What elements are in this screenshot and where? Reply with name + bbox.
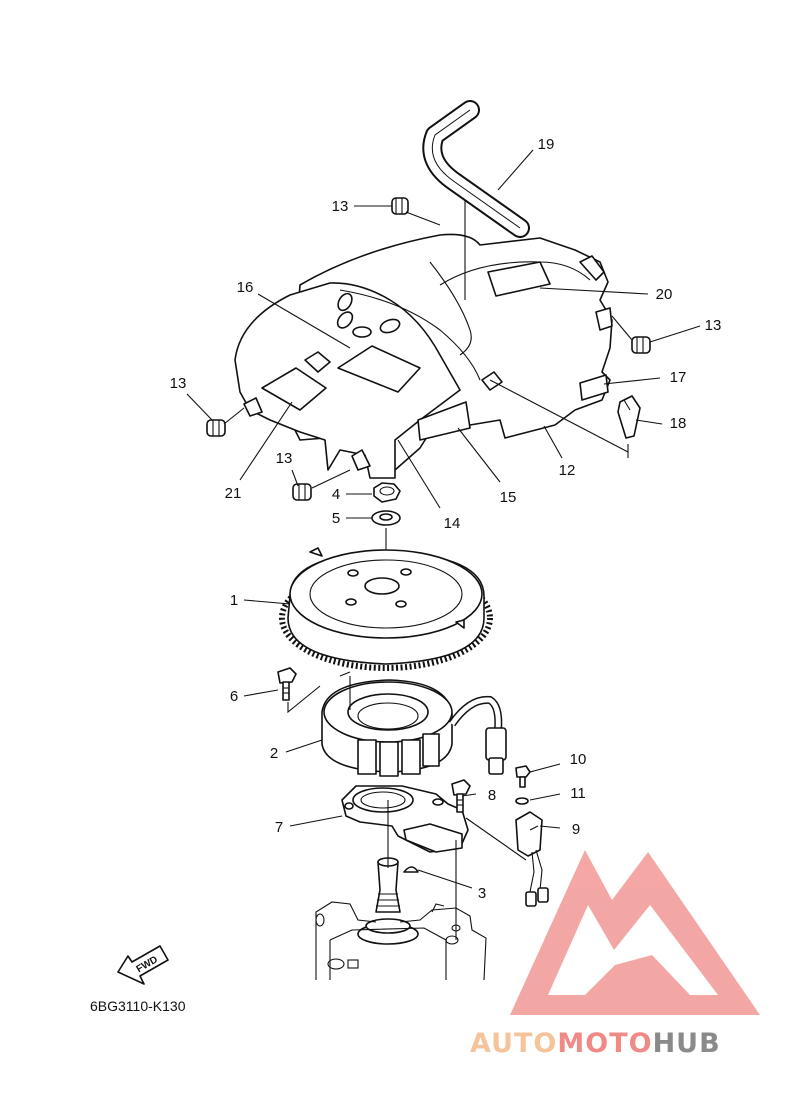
grommet-13-left (206, 419, 226, 437)
brand-moto: MOTO (557, 1028, 652, 1059)
screw-10 (515, 765, 531, 788)
woodruff-key-3 (403, 866, 419, 873)
brand-auto: AUTO (470, 1028, 557, 1059)
label-plate-19 (417, 401, 471, 441)
flywheel-1 (279, 547, 493, 671)
callout-7: 7 (275, 819, 283, 836)
leader-lines (186, 149, 701, 940)
callout-19: 15 (500, 489, 517, 506)
hose-15 (422, 100, 530, 238)
callout-15: 19 (538, 136, 555, 153)
watermark-brand-text: AUTOMOTOHUB (470, 1028, 721, 1059)
callout-4: 4 (332, 486, 340, 503)
pulser-coil-9 (515, 811, 549, 907)
grommet-13-top (391, 197, 409, 215)
callout-13-top: 13 (332, 198, 349, 215)
callout-17: 14 (444, 515, 461, 532)
callout-8: 8 (488, 787, 496, 804)
bolt-8 (451, 779, 471, 813)
engine-block (315, 901, 487, 981)
label-plate-18 (337, 345, 421, 393)
callout-6: 6 (230, 688, 238, 705)
callout-2: 2 (270, 745, 278, 762)
callout-3: 3 (478, 885, 486, 902)
svg-text:AUTOMOTOHUB: AUTOMOTOHUB (470, 1028, 721, 1059)
callout-10: 10 (570, 751, 587, 768)
brand-hub: HUB (653, 1028, 721, 1059)
label-plate-16 (487, 261, 551, 297)
callout-13-lower: 13 (276, 450, 293, 467)
watermark-logo-mark (510, 850, 760, 1015)
washer-11 (515, 797, 529, 805)
grommet-13-lower (292, 483, 312, 501)
callout-5: 5 (332, 510, 340, 527)
callout-13-left: 13 (170, 375, 187, 392)
drawing-code: 6BG3110-K130 (90, 998, 186, 1014)
callout-14: 18 (670, 415, 687, 432)
nut-4 (373, 482, 401, 503)
top-cowling-assembly (234, 233, 613, 479)
callout-16: 20 (656, 286, 673, 303)
callout-18: 16 (237, 279, 254, 296)
clip-14 (617, 395, 641, 439)
callout-13-right: 13 (705, 317, 722, 334)
grommet-13-right (631, 336, 651, 354)
callout-1: 1 (230, 592, 238, 609)
label-plate-21 (261, 367, 327, 411)
fwd-arrow-icon: FWD (117, 945, 169, 985)
stator-2 (321, 679, 507, 777)
callout-12: 12 (559, 462, 576, 479)
callout-11: 11 (570, 785, 586, 802)
callout-21: 21 (225, 485, 242, 502)
label-plate-20 (579, 374, 609, 401)
stator-base-plate-7 (341, 785, 469, 853)
callout-20: 17 (670, 369, 687, 386)
callout-9: 9 (572, 821, 580, 838)
bolt-6 (277, 667, 297, 701)
washer-5 (371, 510, 401, 526)
callout-numbers: 19 13 20 13 16 13 17 18 12 13 21 4 15 5 … (170, 136, 722, 902)
